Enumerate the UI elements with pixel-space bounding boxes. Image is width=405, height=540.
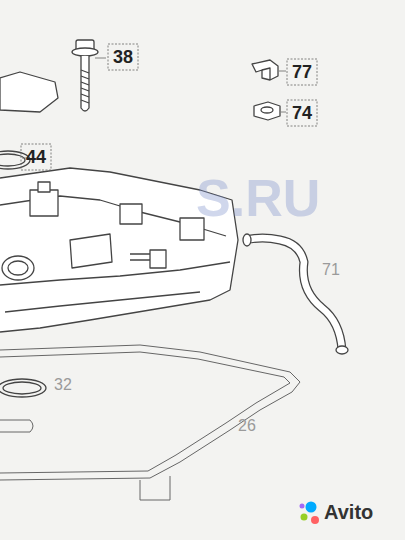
watermark: S.RU [196, 172, 320, 224]
callout-number: 38 [113, 48, 133, 66]
logo-dots [300, 502, 320, 525]
hose [243, 234, 348, 354]
nut [254, 102, 280, 120]
callout-number: 44 [26, 148, 46, 166]
seal-ring [0, 151, 30, 169]
callout-number: 77 [292, 63, 312, 81]
callout-box [287, 59, 317, 85]
callout-box [287, 100, 317, 126]
logo-text: Avito [324, 502, 373, 522]
leader-line [95, 58, 106, 59]
cover-piece [0, 72, 58, 112]
callout-number: 32 [54, 377, 72, 393]
gasket [0, 345, 300, 500]
callout-box [21, 144, 51, 170]
callout-box [108, 44, 138, 70]
bolt [72, 40, 98, 111]
clip [252, 60, 278, 80]
callout-number: 26 [238, 418, 256, 434]
o-ring [0, 379, 46, 397]
callout-number: 74 [292, 104, 312, 122]
callout-number: 71 [322, 262, 340, 278]
leader-line [281, 112, 286, 113]
leader-line [279, 71, 286, 72]
